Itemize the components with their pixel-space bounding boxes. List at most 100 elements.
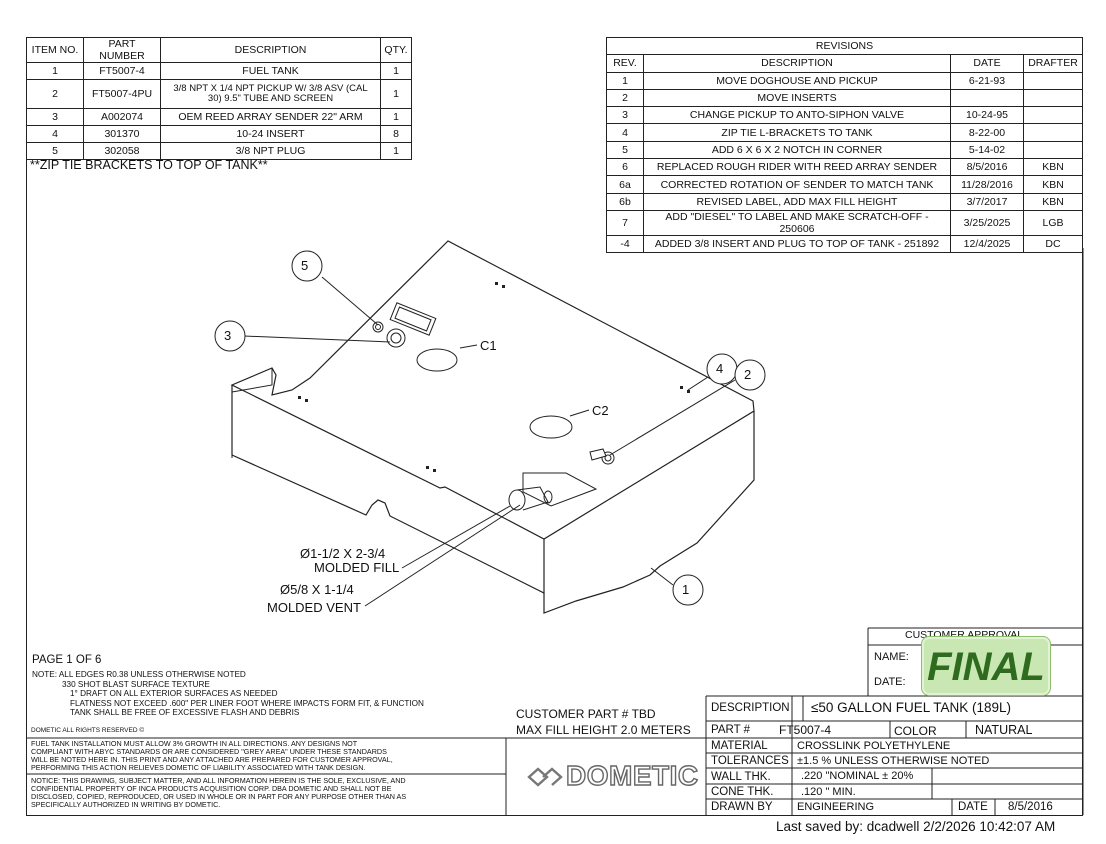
bom-header-row: ITEM NO. PART NUMBER DESCRIPTION QTY. — [26, 37, 412, 63]
balloon-1-label: 1 — [682, 582, 690, 597]
vent-dimension: Ø5/8 X 1-1/4 — [280, 582, 354, 597]
table-row: 1 FT5007-4 FUEL TANK 1 — [26, 62, 412, 80]
table-row: 5 302058 3/8 NPT PLUG 1 — [26, 142, 412, 160]
rev-date: 12/4/2025 — [950, 234, 1024, 254]
note-line: TANK SHALL BE FREE OF EXCESSIVE FLASH AN… — [70, 708, 300, 718]
description-label: DESCRIPTION — [711, 702, 790, 714]
drawn-by-value: ENGINEERING — [797, 801, 875, 813]
final-stamp: FINAL — [921, 636, 1051, 696]
balloon-1 — [672, 574, 704, 606]
last-saved-footer: Last saved by: dcadwell 2/2/2026 10:42:0… — [776, 819, 1056, 834]
tolerances-value: ±1.5 % UNLESS OTHERWISE NOTED — [797, 755, 990, 767]
max-fill-height: MAX FILL HEIGHT 2.0 METERS — [516, 723, 691, 737]
drawing-notes: NOTE: ALL EDGES R0.38 UNLESS OTHERWISE N… — [32, 670, 424, 718]
growth-note-line: WILL BE NOTED HERE IN. THIS PRINT AND AN… — [31, 754, 393, 764]
note-line: 1° DRAFT ON ALL EXTERIOR SURFACES AS NEE… — [70, 689, 278, 699]
insert-marks — [298, 282, 690, 472]
bom-description: FUEL TANK — [160, 62, 381, 80]
sender-assembly — [372, 302, 437, 348]
wall-thickness-label: WALL THK. — [711, 771, 771, 783]
note-line: NOTE: ALL EDGES R0.38 UNLESS OTHERWISE N… — [32, 670, 246, 679]
title-block-grid — [26, 248, 1084, 815]
approval-date-label: DATE: — [874, 676, 906, 688]
balloon-5 — [291, 250, 323, 282]
confidential-note: NOTICE: THIS DRAWING, SUBJECT MATTER, AN… — [31, 777, 406, 809]
growth-note-line: FUEL TANK INSTALLATION MUST ALLOW 3% GRO… — [31, 739, 358, 748]
item-balloons — [214, 250, 766, 606]
color-label: COLOR — [894, 724, 937, 738]
bom-qty: 8 — [380, 125, 412, 143]
confidential-note-line: NOTICE: THIS DRAWING, SUBJECT MATTER, AN… — [31, 776, 406, 785]
fill-dimension: Ø1-1/2 X 2-3/4 — [300, 546, 386, 561]
note-line: 330 SHOT BLAST SURFACE TEXTURE — [62, 679, 210, 689]
bom-part: 302058 — [83, 142, 161, 160]
bill-of-materials: ITEM NO. PART NUMBER DESCRIPTION QTY. 1 … — [26, 37, 412, 160]
bom-part: A002074 — [83, 108, 161, 126]
confidential-note-line: CONFIDENTIAL PROPERTY OF INCA PRODUCTS A… — [31, 783, 392, 793]
bom-qty: 1 — [380, 142, 412, 160]
pickup-fitting — [589, 448, 615, 465]
rights-notice: DOMETIC ALL RIGHTS RESERVED © — [31, 727, 145, 734]
table-row: 3 A002074 OEM REED ARRAY SENDER 22" ARM … — [26, 108, 412, 126]
dometic-logo: DOMETIC — [526, 759, 699, 792]
page-number: PAGE 1 OF 6 — [32, 654, 102, 666]
rev-description: ADD 6 X 6 X 2 NOTCH IN CORNER — [643, 140, 951, 160]
bom-header-item: ITEM NO. — [26, 37, 84, 63]
rev-header-drafter: DRAFTER — [1023, 54, 1083, 73]
note-line: FLATNESS NOT EXCEED .600" PER LINER FOOT… — [70, 698, 424, 708]
leader-lines — [243, 276, 736, 607]
dometic-logo-icon — [527, 767, 563, 787]
balloon-3 — [214, 320, 246, 352]
rev-drafter: KBN — [1023, 192, 1083, 211]
dometic-logo-text: DOMETIC — [565, 759, 699, 791]
bom-description: 3/8 NPT X 1/4 NPT PICKUP W/ 3/8 ASV (CAL… — [160, 79, 381, 109]
customer-part: CUSTOMER PART # TBD — [516, 707, 656, 721]
cone-thickness-value: .120 " MIN. — [801, 786, 856, 798]
rev-header-rev: REV. — [606, 54, 644, 73]
part-label: PART # — [711, 724, 750, 736]
cone-c2-label: C2 — [592, 403, 609, 418]
balloon-2-label: 2 — [744, 367, 752, 382]
tank-body — [230, 240, 755, 614]
revisions-table: REVISIONS REV. DESCRIPTION DATE DRAFTER … — [606, 36, 1083, 254]
rev-date: 11/28/2016 — [950, 175, 1024, 194]
balloon-4-label: 4 — [716, 361, 724, 376]
rev-date: 3/7/2017 — [950, 192, 1024, 211]
bom-part: FT5007-4PU — [83, 79, 161, 109]
balloon-3-label: 3 — [224, 328, 232, 343]
growth-note-line: COMPLIANT WITH ABYC STANDARDS OR ARE CON… — [31, 746, 387, 756]
table-row: 4 301370 10-24 INSERT 8 — [26, 125, 412, 143]
bom-header-part: PART NUMBER — [83, 37, 161, 63]
date-value: 8/5/2016 — [1008, 801, 1053, 813]
description-value: ≤50 GALLON FUEL TANK (189L) — [811, 700, 1011, 715]
cone-thickness-label: CONE THK. — [711, 786, 774, 798]
confidential-note-line: SPECIFICALLY AUTHORIZED IN WRITING BY DO… — [31, 799, 221, 809]
bom-description: 3/8 NPT PLUG — [160, 142, 381, 160]
drawn-by-label: DRAWN BY — [711, 801, 773, 813]
zip-tie-note: **ZIP TIE BRACKETS TO TOP OF TANK** — [30, 158, 268, 172]
growth-note: FUEL TANK INSTALLATION MUST ALLOW 3% GRO… — [31, 740, 393, 772]
bom-header-description: DESCRIPTION — [160, 37, 381, 63]
revisions-header-row: REV. DESCRIPTION DATE DRAFTER — [606, 54, 1083, 73]
material-label: MATERIAL — [711, 740, 768, 752]
balloon-2 — [734, 359, 766, 391]
cone-c1-label: C1 — [480, 338, 497, 353]
color-value: NATURAL — [975, 723, 1033, 737]
date-label: DATE — [958, 801, 988, 813]
part-value: FT5007-4 — [779, 723, 832, 737]
growth-note-line: PERFORMING THIS ACTION RELIEVES DOMETIC … — [31, 762, 366, 772]
cone-c1-shape — [416, 348, 458, 372]
fill-label: MOLDED FILL — [314, 560, 400, 575]
table-row: 2 FT5007-4PU 3/8 NPT X 1/4 NPT PICKUP W/… — [26, 79, 412, 109]
confidential-note-line: DISCLOSED, COPIED, REPRODUCED, OR USED I… — [31, 791, 407, 801]
material-value: CROSSLINK POLYETHYLENE — [797, 740, 951, 752]
rev-description: ADDED 3/8 INSERT AND PLUG TO TOP OF TANK… — [643, 234, 951, 254]
bom-item: 2 — [26, 79, 84, 109]
